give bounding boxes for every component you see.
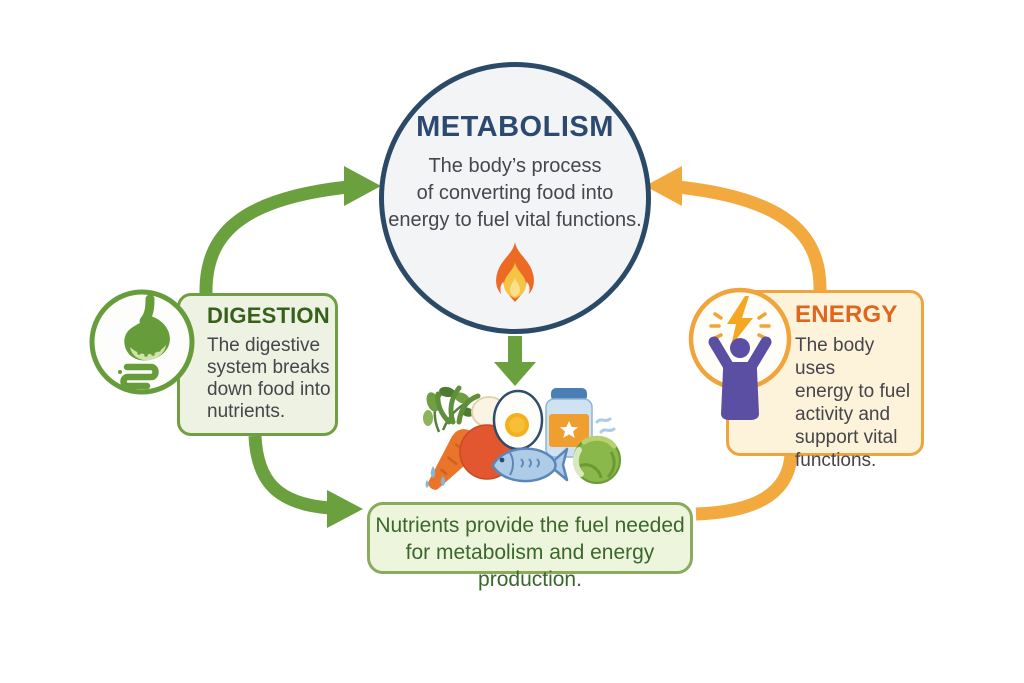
metabolism-line: of converting food into <box>416 182 614 204</box>
arrow-energy-to-metabolism <box>645 166 827 292</box>
arrow-digestion-to-metabolism <box>199 166 381 295</box>
nutrients-note: Nutrients provide the fuel needed for me… <box>367 502 693 591</box>
metabolism-description: The body’s process of converting food in… <box>384 153 646 234</box>
digestion-line: nutrients. <box>207 401 286 422</box>
energy-line: functions. <box>795 450 877 471</box>
metabolism-line: The body’s process <box>428 155 602 177</box>
egg-icon <box>492 389 544 451</box>
stomach-icon <box>89 289 195 395</box>
energy-title: ENERGY <box>795 301 898 328</box>
person-figure <box>721 338 759 420</box>
arrow-metabolism-to-foods <box>494 336 536 386</box>
digestion-title: DIGESTION <box>207 303 330 328</box>
digestion-line: system breaks <box>207 357 330 378</box>
foods-illustration <box>423 385 621 490</box>
digestion-description: The digestive system breaks down food in… <box>207 335 331 423</box>
energy-line: The body uses <box>795 335 875 379</box>
lightning-person-icon <box>688 287 792 420</box>
flame-icon <box>384 236 646 313</box>
digestion-card: DIGESTION The digestive system breaks do… <box>177 293 338 436</box>
metabolism-line: energy to fuel vital functions. <box>388 209 642 231</box>
energy-line: support vital <box>795 427 898 448</box>
nutrients-note-line: Nutrients provide the fuel needed <box>375 514 685 537</box>
metabolism-title: METABOLISM <box>416 111 614 143</box>
digestion-line: The digestive <box>207 335 321 356</box>
nutrients-note-line: for metabolism and energy production. <box>405 541 655 591</box>
jar-icon <box>545 388 593 458</box>
fish-icon <box>491 447 569 483</box>
energy-line: activity and <box>795 404 891 425</box>
squiggle-icons <box>595 417 616 434</box>
digestion-line: down food into <box>207 379 331 400</box>
person-arms <box>708 336 772 373</box>
arrow-nutrients-note-to-energy <box>695 453 798 521</box>
arrow-digestion-to-nutrients-note <box>248 435 363 528</box>
energy-line: energy to fuel <box>795 381 911 402</box>
metabolism-node: METABOLISM The body’s process of convert… <box>379 62 651 334</box>
broccoli-icon <box>572 435 621 484</box>
droplet-icons <box>425 466 446 488</box>
spark-lines <box>709 312 771 340</box>
lightning-bolt-icon <box>727 296 753 346</box>
energy-description: The body uses energy to fuel activity an… <box>795 334 917 472</box>
